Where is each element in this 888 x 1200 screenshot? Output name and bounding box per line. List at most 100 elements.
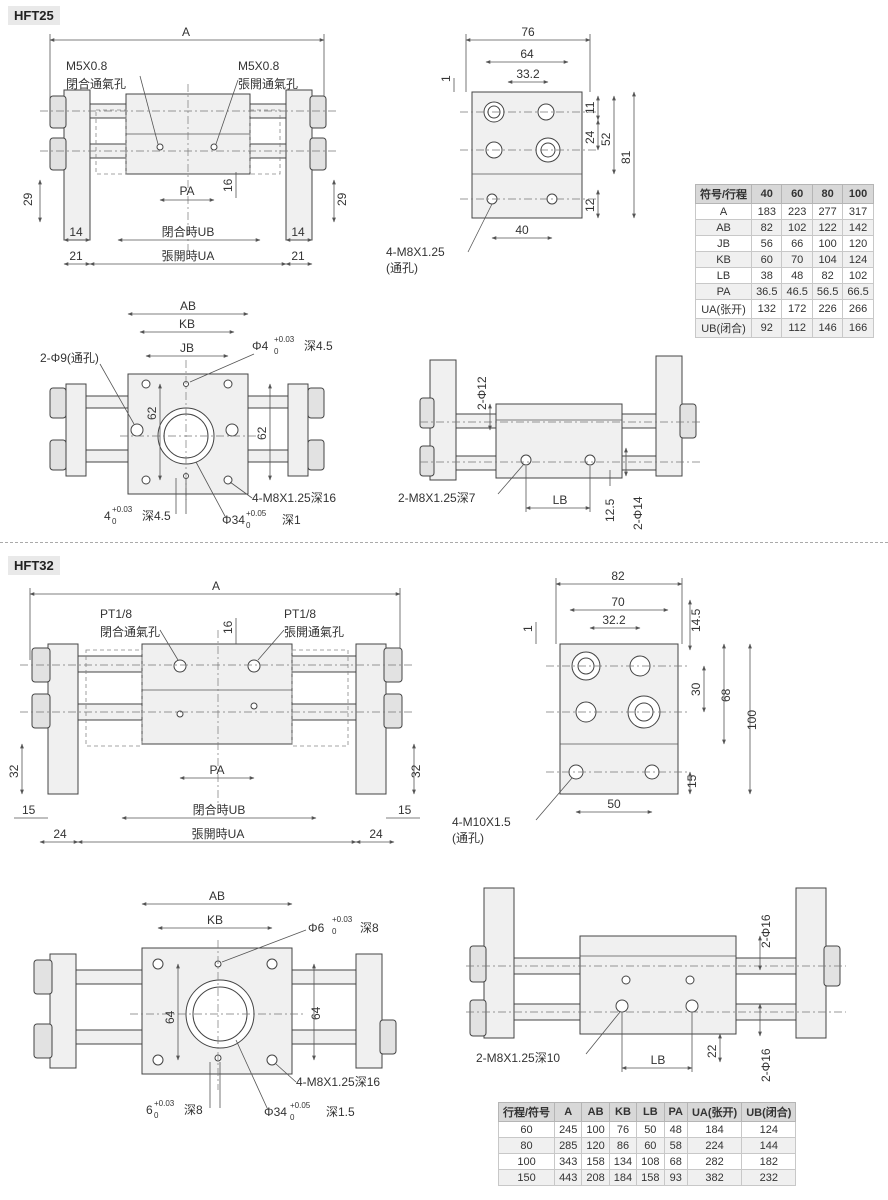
hft25-front-dim-UB: 閉合時UB bbox=[162, 224, 215, 239]
hft25-bottom-pin-tol-lo: 0 bbox=[274, 347, 279, 356]
hft32-side-view: 82 70 32.2 1 14.5 30 68 100 15 50 4-M10X… bbox=[452, 569, 759, 845]
hft32-table-header: 行程/符号 bbox=[497, 1102, 556, 1122]
hft25-bottom-pin2-tol-up: +0.03 bbox=[112, 505, 133, 514]
hft32-bottom-pin2-label: 6 bbox=[146, 1103, 153, 1117]
hft32-table-cell: 232 bbox=[741, 1169, 797, 1186]
hft25-bottom-hole-2-phi9: 2-Φ9(通孔) bbox=[40, 351, 99, 365]
section-title-hft32: HFT32 bbox=[8, 556, 60, 575]
hft32-front-dim-UB: 閉合時UB bbox=[193, 802, 246, 817]
hft25-bottom-bore-depth: 深1 bbox=[282, 513, 301, 527]
hft25-front-dim-14-right: 14 bbox=[291, 225, 305, 239]
hft32-side-dim-70: 70 bbox=[611, 595, 625, 609]
hft32-front-dim-32-left: 32 bbox=[7, 764, 21, 778]
hft25-iso-thread-spec: 2-M8X1.25深7 bbox=[398, 491, 476, 505]
hft25-table-cell: 277 bbox=[811, 203, 844, 220]
hft25-table-cell: 66.5 bbox=[842, 283, 874, 300]
hft32-table-header: AB bbox=[581, 1102, 610, 1122]
hft32-bottom-pin2-tol-lo: 0 bbox=[154, 1111, 159, 1120]
hft25-side-dim-52: 52 bbox=[599, 132, 613, 146]
hft25-table-cell: 38 bbox=[751, 267, 783, 284]
hft32-bottom-pin-tol-lo: 0 bbox=[332, 927, 337, 936]
hft25-table-cell: 146 bbox=[811, 318, 844, 338]
hft25-table-cell: 46.5 bbox=[781, 283, 813, 300]
hft25-front-view: A M5X0.8 閉合通氣孔 M5X0.8 張開通氣孔 PA 16 bbox=[21, 25, 349, 266]
hft32-bottom-dim-KB: KB bbox=[207, 913, 223, 927]
hft32-side-dim-1: 1 bbox=[521, 625, 535, 632]
hft32-side-dim-32-2: 32.2 bbox=[602, 613, 626, 627]
hft32-table-cell: 443 bbox=[554, 1169, 583, 1186]
hft32-table-cell: 182 bbox=[741, 1153, 797, 1170]
hft32-table-cell: 285 bbox=[554, 1137, 583, 1154]
hft25-bottom-dim-AB: AB bbox=[180, 299, 196, 313]
hft32-side-dim-68: 68 bbox=[719, 688, 733, 702]
hft32-side-dim-14-5: 14.5 bbox=[689, 608, 703, 632]
hft25-side-dim-11: 11 bbox=[583, 101, 597, 114]
hft25-table-cell: PA bbox=[694, 283, 753, 300]
hft32-table-header: LB bbox=[636, 1102, 665, 1122]
hft32-table-cell: 50 bbox=[636, 1121, 665, 1138]
hft25-table-cell: 100 bbox=[811, 235, 844, 252]
hft32-table-cell: 158 bbox=[636, 1169, 665, 1186]
hft25-table-cell: 92 bbox=[751, 318, 783, 338]
hft25-side-view: 76 64 33.2 1 11 24 52 81 12 40 4-M8X1.25… bbox=[386, 25, 636, 275]
hft32-table-cell: 76 bbox=[608, 1121, 638, 1138]
hft25-front-port-left-spec: M5X0.8 bbox=[66, 59, 108, 73]
hft25-bottom-dim-62-left: 62 bbox=[145, 406, 159, 420]
hft32-side-dim-50: 50 bbox=[607, 797, 621, 811]
hft25-bottom-dim-KB: KB bbox=[179, 317, 195, 331]
hft25-table-cell: 132 bbox=[751, 299, 783, 319]
hft32-table-header-row: 行程/符号 A AB KB LB PA UA(张开) UB(闭合) bbox=[497, 1102, 797, 1122]
hft32-side-dim-82: 82 bbox=[611, 569, 625, 583]
hft25-bottom-dim-62-right: 62 bbox=[255, 426, 269, 440]
hft32-front-dim-15-right: 15 bbox=[398, 803, 412, 817]
hft32-side-thread-note: (通孔) bbox=[452, 831, 484, 845]
hft32-side-dim-100: 100 bbox=[745, 710, 759, 730]
hft25-side-dim-64: 64 bbox=[520, 47, 534, 61]
hft25-bottom-view: AB KB JB 2-Φ9(通孔) Φ4 +0.03 0 深4.5 62 62 … bbox=[40, 299, 336, 530]
hft25-table-cell: 266 bbox=[842, 299, 874, 319]
hft32-front-dim-32-right: 32 bbox=[409, 764, 423, 778]
hft32-bottom-dim-64-left: 64 bbox=[163, 1010, 177, 1024]
hft25-table-cell: 317 bbox=[842, 203, 874, 220]
hft32-table-cell: 343 bbox=[554, 1153, 583, 1170]
hft32-bottom-bore-label: Φ34 bbox=[264, 1105, 287, 1119]
hft25-iso-dim-2-phi14: 2-Φ14 bbox=[631, 496, 645, 530]
hft25-table-header-row: 符号/行程 40 60 80 100 bbox=[694, 184, 874, 204]
hft32-front-port-left-name: 閉合通氣孔 bbox=[100, 624, 160, 639]
hft32-table-cell: 158 bbox=[581, 1153, 610, 1170]
hft25-table-cell: 223 bbox=[781, 203, 813, 220]
hft32-table-cell: 48 bbox=[663, 1121, 688, 1138]
hft25-table-cell: 104 bbox=[811, 251, 844, 268]
hft32-front-port-left-spec: PT1/8 bbox=[100, 607, 132, 621]
hft32-table-cell: 108 bbox=[636, 1153, 665, 1170]
hft32-bottom-pin-depth: 深8 bbox=[360, 921, 379, 935]
hft32-table-cell: 150 bbox=[497, 1169, 556, 1186]
hft25-front-port-left-name: 閉合通氣孔 bbox=[66, 76, 126, 91]
hft25-table-cell: 82 bbox=[811, 267, 844, 284]
hft32-front-dim-UA: 張開時UA bbox=[192, 827, 245, 841]
hft32-iso-dim-2-phi16-top: 2-Φ16 bbox=[759, 914, 773, 948]
hft25-front-port-right-name: 張開通氣孔 bbox=[238, 77, 298, 91]
hft25-side-dim-81: 81 bbox=[619, 150, 633, 164]
hft25-table-cell: 172 bbox=[781, 299, 813, 319]
hft32-side-dim-30: 30 bbox=[689, 682, 703, 696]
hft25-table-cell: KB bbox=[694, 251, 753, 268]
hft32-bottom-pin-label: Φ6 bbox=[308, 921, 325, 935]
hft25-table-cell: 102 bbox=[842, 267, 874, 284]
hft25-front-dim-14-left: 14 bbox=[69, 225, 83, 239]
hft25-table-cell: 56 bbox=[751, 235, 783, 252]
hft32-table-cell: 124 bbox=[741, 1121, 797, 1138]
hft32-bottom-thread-spec: 4-M8X1.25深16 bbox=[296, 1075, 380, 1089]
hft32-table-cell: 86 bbox=[608, 1137, 638, 1154]
hft25-table-cell: 82 bbox=[751, 219, 783, 236]
hft25-table-header: 100 bbox=[842, 184, 874, 204]
hft25-bottom-dim-JB: JB bbox=[180, 341, 194, 355]
hft25-table-cell: 70 bbox=[781, 251, 813, 268]
hft25-table-cell: 166 bbox=[842, 318, 874, 338]
